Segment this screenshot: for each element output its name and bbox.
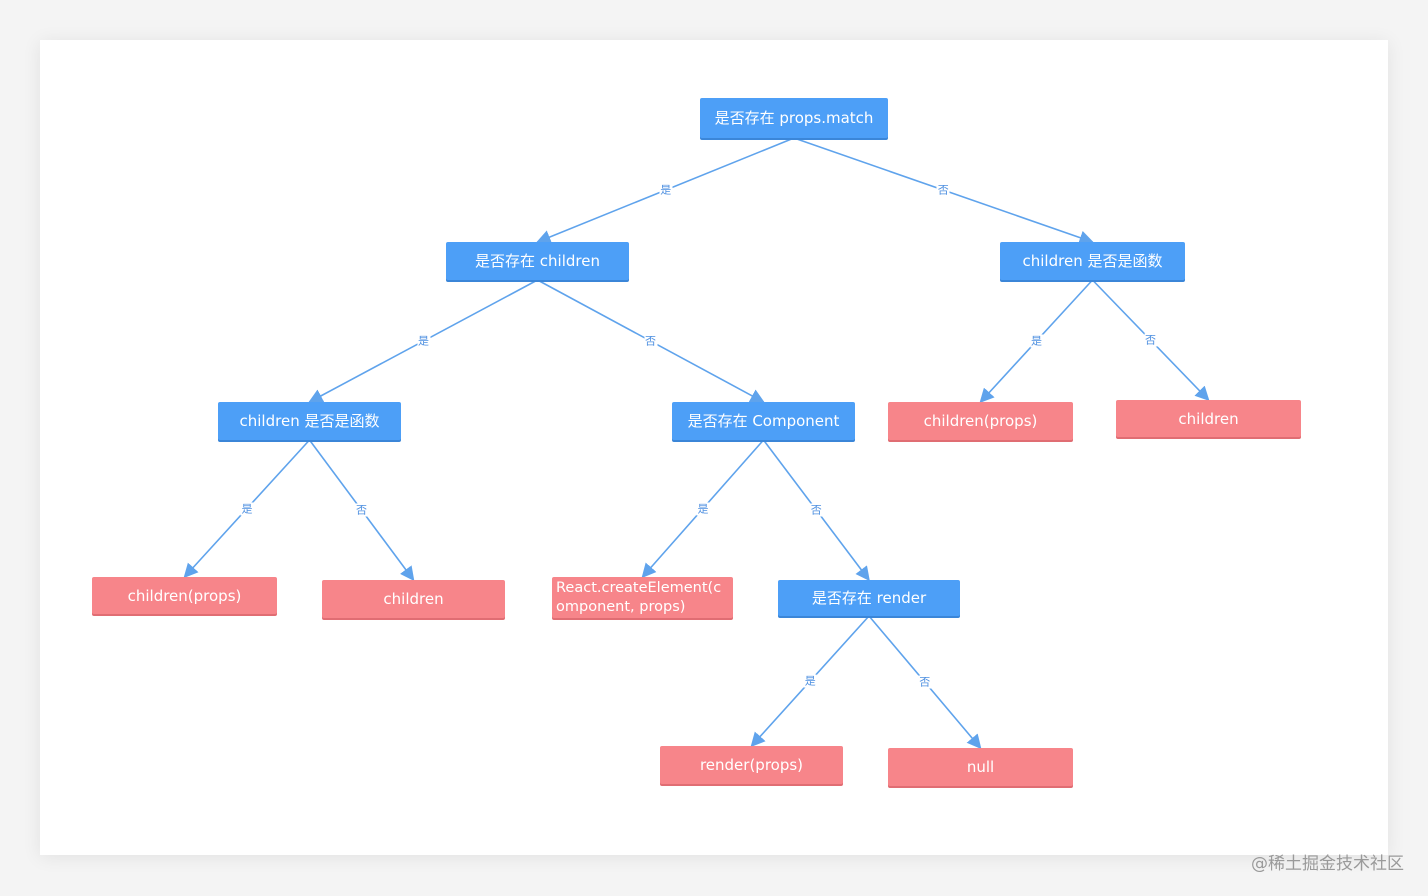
edge-label: 否 — [1144, 333, 1157, 347]
edge-label: 否 — [644, 334, 657, 348]
edge-label: 是 — [1030, 334, 1043, 348]
watermark: @稀土掘金技术社区 — [1251, 854, 1404, 874]
node-create-element: React.createElement(component, props) — [552, 577, 733, 618]
node-exists-component: 是否存在 Component — [672, 402, 855, 440]
edge-label: 否 — [936, 183, 950, 197]
node-null: null — [888, 748, 1073, 786]
node-props-match: 是否存在 props.match — [700, 98, 888, 138]
edge-label: 是 — [240, 502, 254, 515]
node-children-right: children — [1116, 400, 1301, 437]
node-children-fn-left: children 是否是函数 — [218, 402, 401, 440]
node-children-props-left: children(props) — [92, 577, 277, 614]
edge-label: 是 — [696, 502, 710, 515]
edge-label: 否 — [809, 503, 823, 517]
edge-label: 是 — [803, 674, 817, 688]
edge-layer — [183, 137, 1210, 750]
node-children-props-right: children(props) — [888, 402, 1073, 440]
edge-label: 是 — [659, 183, 673, 197]
node-children-left: children — [322, 580, 505, 618]
node-render-props: render(props) — [660, 746, 843, 784]
edge-label: 是 — [417, 334, 430, 348]
edge-label: 否 — [355, 503, 368, 517]
node-exists-render: 是否存在 render — [778, 580, 960, 616]
node-children-fn-right: children 是否是函数 — [1000, 242, 1185, 280]
edge-label: 否 — [918, 675, 932, 689]
node-exists-children: 是否存在 children — [446, 242, 629, 280]
